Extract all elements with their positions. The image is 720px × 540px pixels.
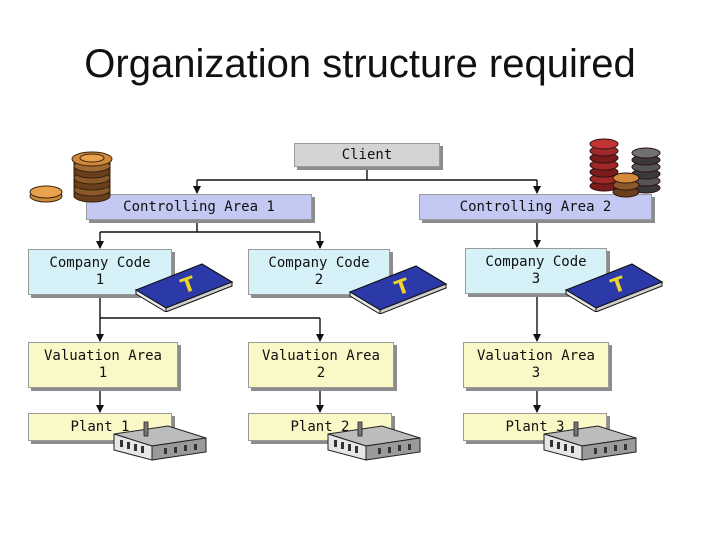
node-controlling-area-2: Controlling Area 2 (419, 194, 652, 220)
node-controlling-area-1: Controlling Area 1 (86, 194, 312, 220)
coin-stack-right-icon (589, 138, 661, 198)
node-valuation-area-3: Valuation Area 3 (463, 342, 609, 388)
connector-ca1 (100, 220, 320, 233)
factory-building-2-icon (327, 421, 421, 461)
connector-client (197, 166, 537, 181)
node-valuation-area-2: Valuation Area 2 (248, 342, 394, 388)
factory-building-3-icon (543, 421, 637, 461)
ledger-book-3-icon: T (564, 263, 664, 312)
node-plant-1: Plant 1 (28, 413, 172, 441)
page-title: Organization structure required (84, 42, 636, 86)
node-valuation-area-1: Valuation Area 1 (28, 342, 178, 388)
coin-stack-left-icon (29, 151, 113, 203)
connector-cc1 (99, 296, 320, 319)
ledger-book-2-icon: T (348, 265, 448, 314)
node-client: Client (294, 143, 440, 167)
factory-building-1-icon (113, 421, 207, 461)
ledger-book-1-icon: T (134, 263, 234, 312)
node-plant-3: Plant 3 (463, 413, 607, 441)
